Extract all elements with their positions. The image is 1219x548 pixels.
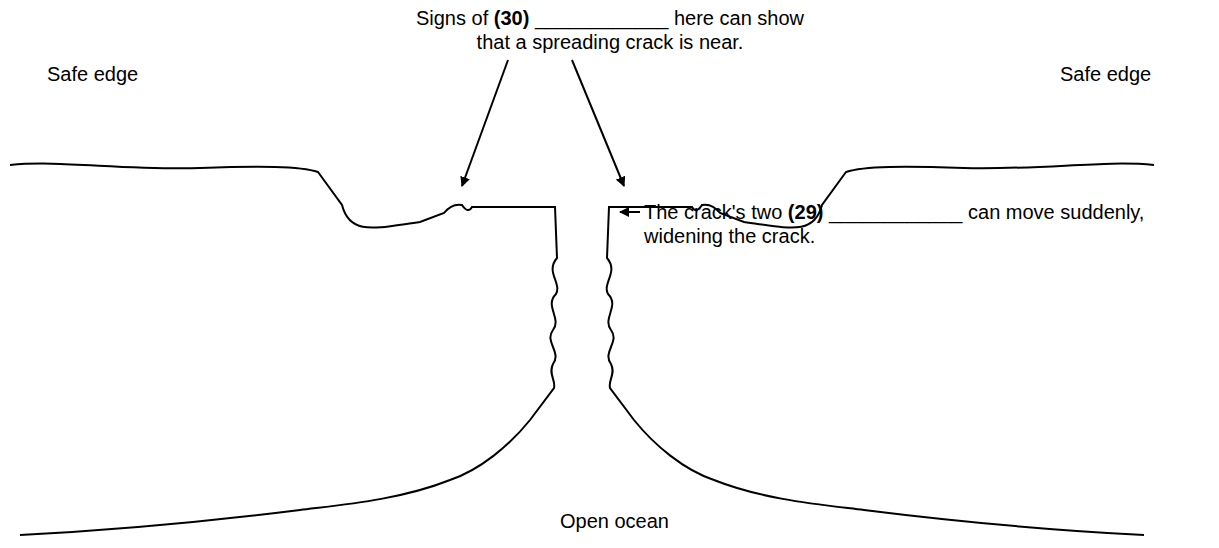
region-label: Safe edge <box>47 62 138 86</box>
ice-half <box>10 164 557 535</box>
leader-lines <box>462 60 640 212</box>
region-label: Safe edge <box>1060 62 1151 86</box>
callout-text: Signs of (30) ____________ here can show… <box>410 6 810 54</box>
region-label: Open ocean <box>5 509 1219 533</box>
callout-text: The crack's two (29) ____________ can mo… <box>644 200 1204 248</box>
